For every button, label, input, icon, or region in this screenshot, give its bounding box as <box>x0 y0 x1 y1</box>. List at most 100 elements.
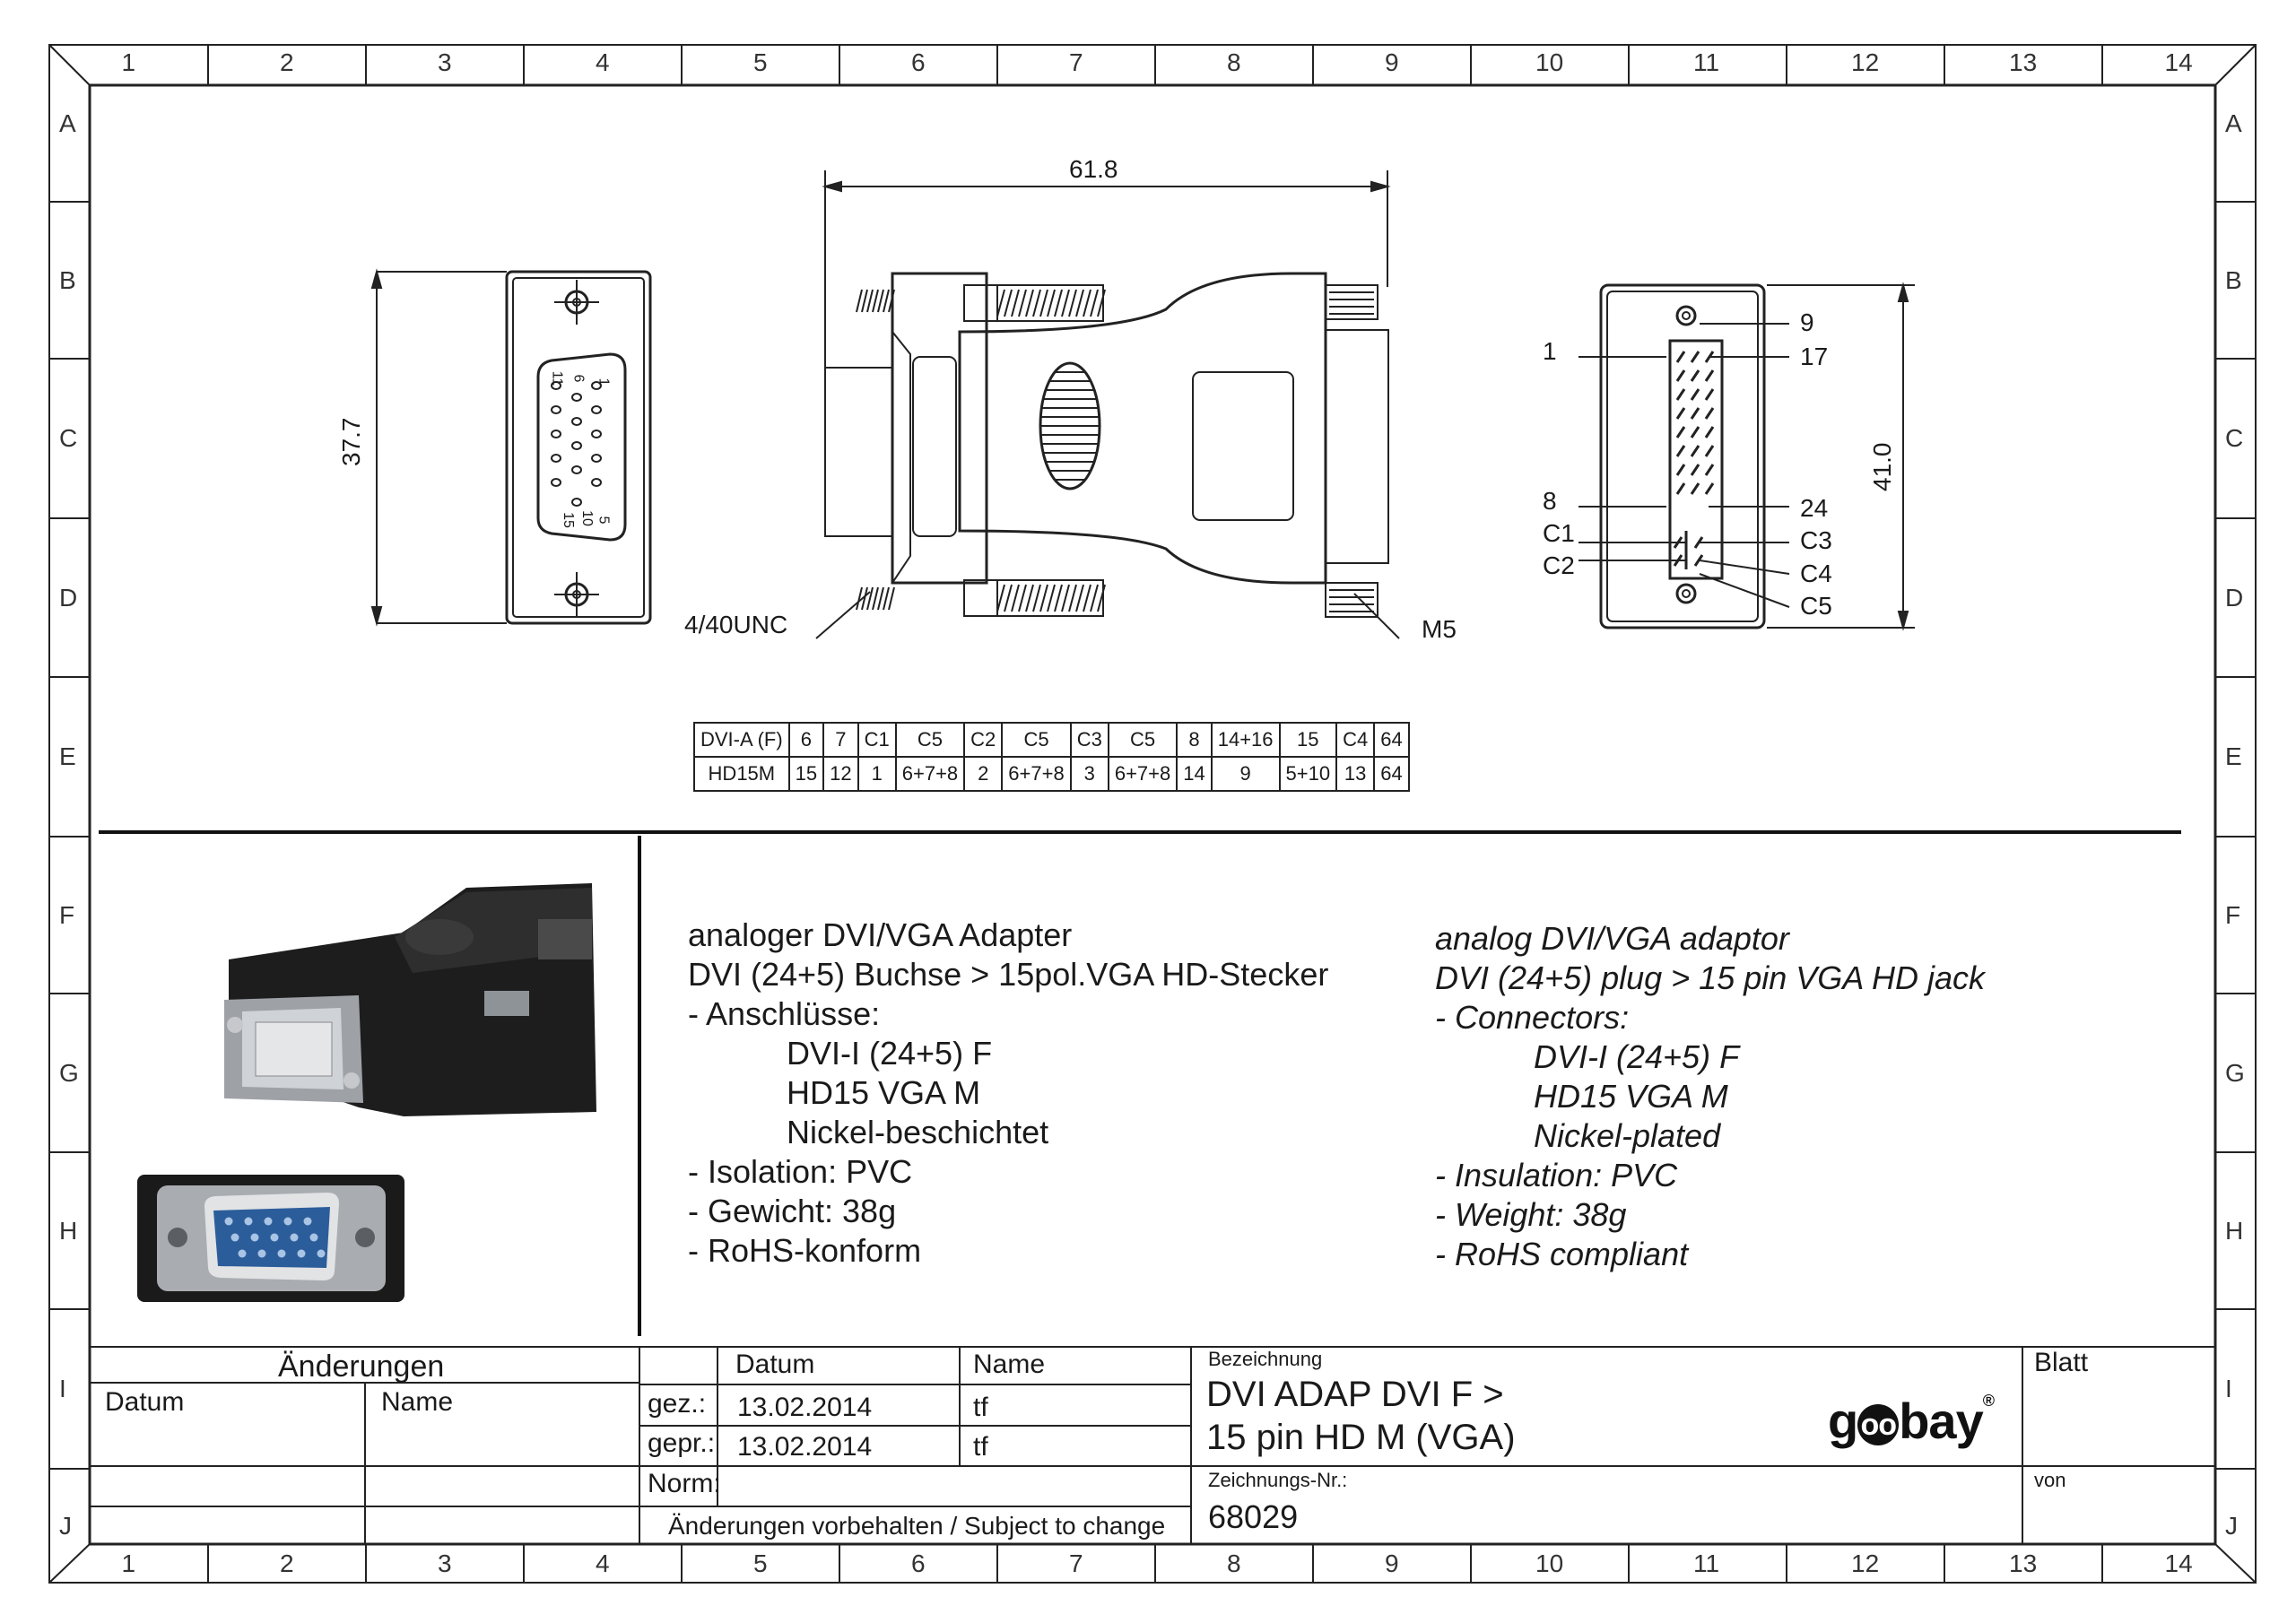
description-de-line: analoger DVI/VGA Adapter <box>688 916 1073 953</box>
row-zone-label: I <box>59 1375 66 1402</box>
description-de-line: - Gewicht: 38g <box>688 1193 897 1229</box>
column-zone-label: 6 <box>911 1549 926 1577</box>
table-cell: HD15M <box>693 756 790 792</box>
column-zone-label: 4 <box>596 48 610 76</box>
photo-pin <box>303 1217 312 1226</box>
table-cell: 64 <box>1373 722 1410 758</box>
row-zone-label: I <box>2225 1375 2232 1402</box>
dvi-pin-contact <box>1704 351 1715 363</box>
drawn-label: gez.: <box>648 1389 707 1419</box>
dvi-pin-contact <box>1704 445 1715 457</box>
column-zone-label: 8 <box>1227 1549 1241 1577</box>
drawing-number-label: Zeichnungs-Nr.: <box>1208 1469 1348 1491</box>
description-en-line: - Connectors: <box>1435 999 1630 1036</box>
dvi-c-contact <box>1693 536 1704 549</box>
table-cell: 13 <box>1335 756 1376 792</box>
table-cell: 14 <box>1176 756 1213 792</box>
title-block-grid <box>90 1346 2215 1544</box>
photo-pin <box>238 1249 247 1258</box>
table-cell: C1 <box>857 722 897 758</box>
column-zone-label: 10 <box>1535 48 1564 76</box>
photo-pin <box>317 1249 326 1258</box>
photo-adapter <box>224 883 596 1116</box>
thread-label-right: M5 <box>1422 615 1457 643</box>
dimension-width: 61.8 <box>1069 155 1118 183</box>
column-zone-label: 11 <box>1693 1549 1720 1577</box>
drawn-name: tf <box>973 1393 988 1422</box>
sheet-label: Blatt <box>2034 1348 2089 1377</box>
row-zone-label: A <box>59 108 76 137</box>
photo-pin <box>264 1217 273 1226</box>
table-cell: 7 <box>822 722 859 758</box>
description-en-line: - Insulation: PVC <box>1435 1157 1678 1193</box>
vga-pin-label: 6 <box>570 374 587 383</box>
table-cell: 6+7+8 <box>894 756 966 792</box>
table-row: HD15M 15 12 1 6+7+8 2 6+7+8 3 6+7+8 14 9… <box>693 756 1410 792</box>
description-en-line: - RoHS compliant <box>1435 1236 1689 1272</box>
dvi-c-contact <box>1673 554 1683 567</box>
dvi-label-c4: C4 <box>1800 560 1832 587</box>
description-de-line: - Anschlüsse: <box>688 995 881 1032</box>
dvi-label-c3: C3 <box>1800 526 1832 554</box>
column-zone-label: 2 <box>280 48 294 76</box>
row-zone-label: A <box>2225 108 2242 137</box>
photo-pin <box>297 1249 306 1258</box>
column-zone-label: 13 <box>2009 48 2038 76</box>
column-zone-label: 14 <box>2164 1549 2193 1577</box>
dvi-label-9: 9 <box>1800 308 1814 336</box>
table-cell: 64 <box>1373 756 1410 792</box>
column-zone-label: 2 <box>280 1549 294 1577</box>
dvi-pin-contact <box>1704 482 1715 495</box>
drawing-title-line1: DVI ADAP DVI F > <box>1206 1375 1504 1414</box>
description-de-line: DVI-I (24+5) F <box>787 1035 993 1072</box>
vga-pin-hole <box>551 430 561 438</box>
column-zone-label: 12 <box>1851 48 1880 76</box>
table-cell: 15 <box>1278 722 1338 758</box>
vga-pin-hole <box>591 381 602 390</box>
vga-pin-label: 1 <box>596 378 612 386</box>
dvi-label-c5: C5 <box>1800 592 1832 620</box>
description-de-line: - Isolation: PVC <box>688 1153 913 1190</box>
description-de-line: HD15 VGA M <box>787 1074 981 1111</box>
column-zone-label: 13 <box>2009 1549 2038 1577</box>
adapter-side-view <box>815 170 1400 639</box>
changes-name-header: Name <box>381 1387 454 1417</box>
row-zone-label: F <box>2225 900 2241 929</box>
dvi-label-1: 1 <box>1543 337 1557 365</box>
description-de-line: Nickel-beschichtet <box>787 1114 1049 1150</box>
dvi-label-c2: C2 <box>1543 551 1575 579</box>
column-zone-label: 9 <box>1385 48 1399 76</box>
outer-frame <box>48 44 2257 1584</box>
dvi-pin-contact <box>1675 388 1686 401</box>
dvi-pin-contact <box>1690 445 1700 457</box>
checked-label: gepr.: <box>648 1428 716 1458</box>
column-zone-label: 4 <box>596 1549 610 1577</box>
table-cell: C5 <box>1001 722 1072 758</box>
table-row: DVI-A (F) 6 7 C1 C5 C2 C5 C3 C5 8 14+16 … <box>693 722 1410 758</box>
table-cell: 12 <box>822 756 859 792</box>
vga-pin-hole <box>571 441 582 450</box>
row-zone-label: C <box>2225 424 2244 452</box>
dvi-label-c1: C1 <box>1543 519 1575 547</box>
description-en-line: HD15 VGA M <box>1534 1078 1728 1115</box>
table-cell: 3 <box>1069 756 1109 792</box>
vga-pin-hole <box>591 454 602 463</box>
description-en-line: Nickel-plated <box>1534 1117 1721 1154</box>
photo-pin <box>277 1249 286 1258</box>
row-zone-label: D <box>2225 583 2244 612</box>
row-zone-label: D <box>59 583 78 612</box>
vga-pin-label: 15 <box>560 512 576 528</box>
row-zone-label: E <box>59 742 76 770</box>
table-cell: 9 <box>1210 756 1281 792</box>
dimension-right-height: 41.0 <box>1868 442 1896 492</box>
row-zone-label: E <box>2225 742 2242 770</box>
vga-pin-label: 11 <box>549 370 565 386</box>
vga-pin-hole <box>551 405 561 414</box>
vga-pin-hole <box>571 417 582 426</box>
vga-face-view <box>370 268 652 627</box>
column-zone-label: 10 <box>1535 1549 1564 1577</box>
dvi-pin-contact <box>1704 464 1715 476</box>
dvi-pin-contact <box>1690 426 1700 438</box>
dvi-pin-contact <box>1690 464 1700 476</box>
